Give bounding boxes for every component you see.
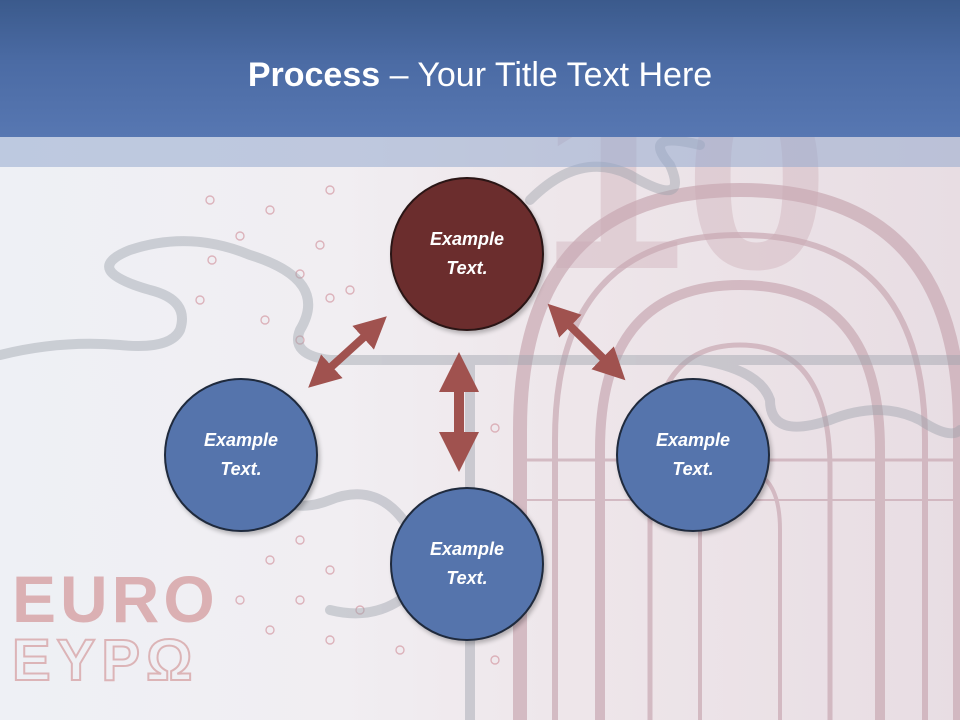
arrow-top-left xyxy=(308,316,387,388)
title-rest: – Your Title Text Here xyxy=(380,56,713,94)
title-bar-band xyxy=(0,137,960,167)
banknote-word-euro: EURO xyxy=(12,562,219,636)
node-bottom: Example Text. xyxy=(390,487,544,641)
title-bold: Process xyxy=(247,56,381,94)
node-right-label: Example Text. xyxy=(655,430,731,479)
node-bottom-label: Example Text. xyxy=(429,539,505,588)
arrow-top-right xyxy=(547,303,626,381)
node-left: Example Text. xyxy=(164,378,318,532)
banknote-word-eypo: EYPΩ xyxy=(12,628,199,693)
title-bar xyxy=(0,0,960,137)
slide-title: Process – Your Title Text Here xyxy=(0,52,960,98)
node-top: Example Text. xyxy=(390,177,544,331)
node-right: Example Text. xyxy=(616,378,770,532)
node-left-label: Example Text. xyxy=(203,430,279,479)
node-top-label: Example Text. xyxy=(429,229,505,278)
